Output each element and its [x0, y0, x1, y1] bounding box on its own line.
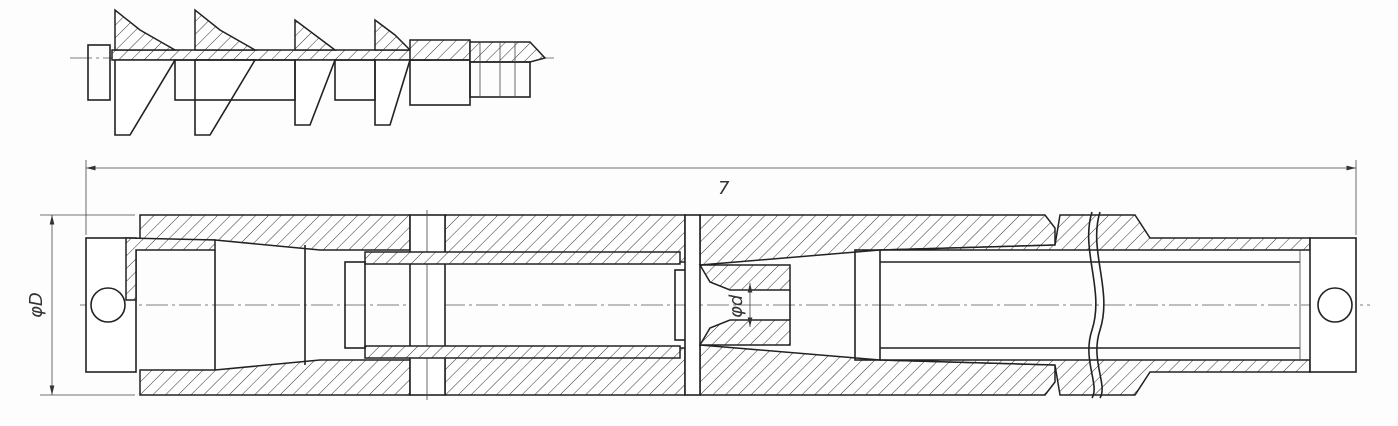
length-label: 7: [718, 178, 730, 199]
outer-diameter-dimension: φD: [26, 214, 135, 396]
tool-section-view: φd: [80, 210, 1370, 400]
length-dimension: 7: [85, 160, 1357, 235]
anchor-side-view: [70, 8, 555, 136]
inner-diameter-label: φd: [726, 294, 747, 318]
outer-diameter-label: φD: [26, 292, 47, 318]
